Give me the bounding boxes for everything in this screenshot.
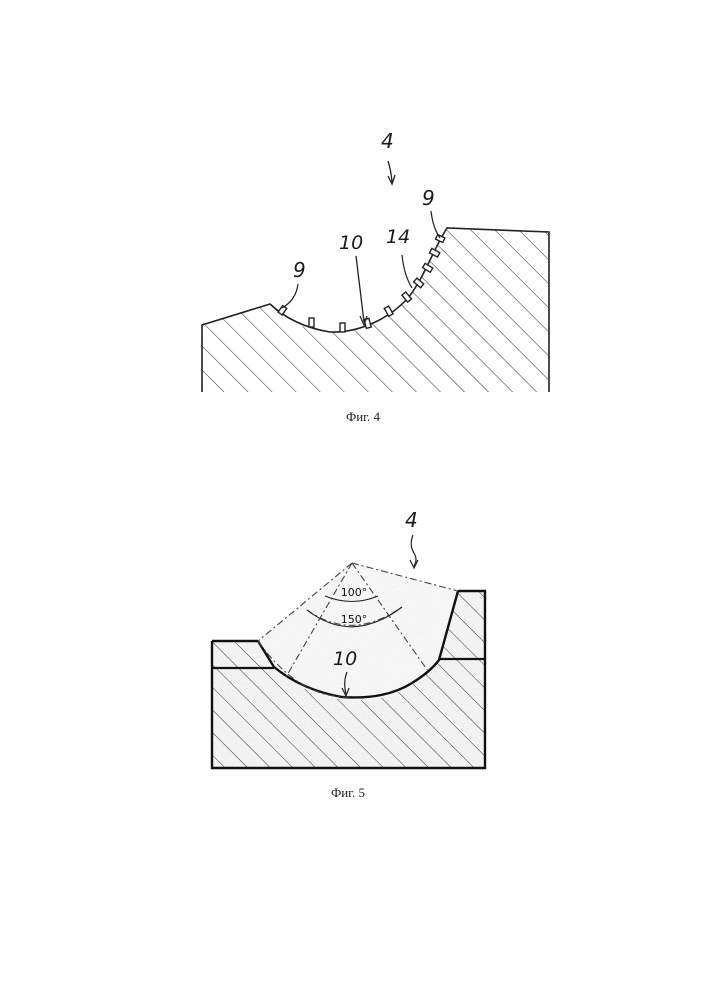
fig4-ref-9-left: 9 [293, 258, 306, 282]
fig4-body [202, 228, 549, 392]
fig5-angle-150: 150° [341, 613, 368, 626]
fig4-ref-10: 10 [339, 232, 363, 254]
figure-4: 4 9 14 10 9 Фиг. 4 [202, 129, 549, 424]
fig5-angle-100: 100° [341, 586, 368, 599]
fig5-ref-10: 10 [333, 648, 357, 670]
fig4-ref-4: 4 [381, 129, 394, 153]
fig5-ref-4: 4 [405, 508, 418, 532]
fig5-caption: Фиг. 5 [331, 785, 365, 800]
fig4-ref-14: 14 [386, 226, 410, 248]
figure-5: 100° 150° 4 10 Фиг. 5 [212, 508, 485, 800]
fig4-caption: Фиг. 4 [346, 409, 381, 424]
fig4-ref-9-right: 9 [422, 186, 435, 210]
